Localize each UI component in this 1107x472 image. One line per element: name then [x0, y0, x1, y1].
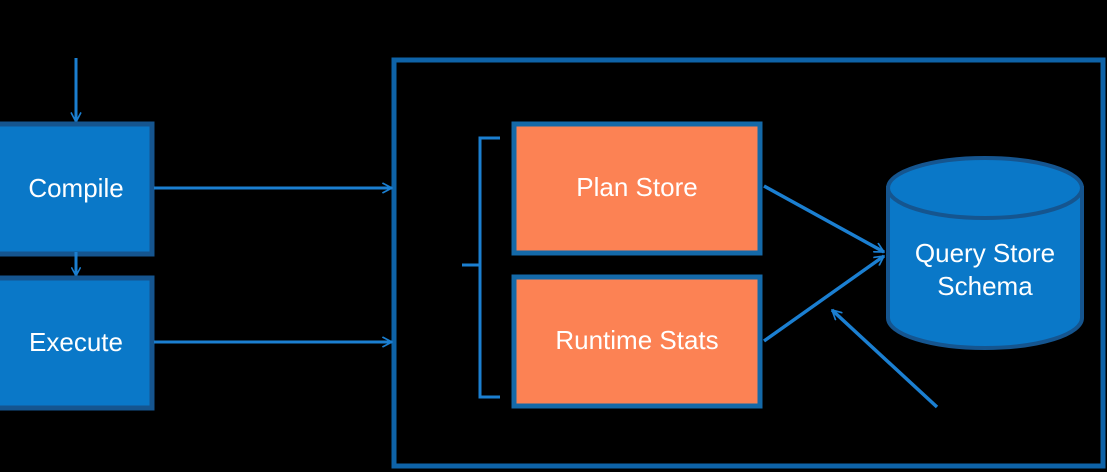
store-group-bracket — [478, 136, 500, 399]
node-compile-box[interactable] — [0, 121, 155, 257]
cylinder-body — [886, 186, 1084, 350]
node-execute-box[interactable] — [0, 275, 155, 411]
connector-runtime-stats-to-schema — [762, 254, 884, 343]
node-query-store-schema[interactable]: Query Store Schema — [886, 156, 1084, 350]
node-execute-label: Execute — [29, 327, 123, 357]
query-store-container — [391, 57, 1106, 469]
node-plan-store-label: Plan Store — [576, 172, 697, 202]
connector-external-to-schema — [832, 308, 939, 409]
node-compile-label: Compile — [28, 173, 123, 203]
node-runtime-stats-label: Runtime Stats — [555, 325, 718, 355]
node-runtime-stats-box[interactable] — [511, 274, 763, 409]
node-query-store-schema-label-line2: Schema — [937, 271, 1033, 301]
cylinder-top-ellipse — [886, 156, 1084, 220]
connector-plan-store-to-schema — [763, 184, 884, 254]
node-query-store-schema-label-line1: Query Store — [915, 238, 1055, 268]
node-plan-store-box[interactable] — [511, 121, 763, 256]
